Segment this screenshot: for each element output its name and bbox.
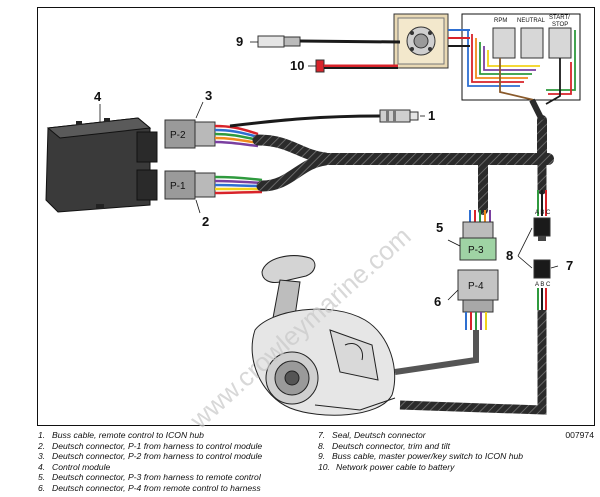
callout-6: 6: [434, 294, 441, 309]
legend-item: 9.Buss cable, master power/key switch to…: [318, 451, 524, 462]
buss-cable-remote-to-hub: [229, 109, 419, 128]
legend-item: 8.Deutsch connector, trim and tilt: [318, 440, 450, 451]
switch-panel: RPM NEUTRAL START/ STOP: [461, 13, 581, 122]
p4-wires: [465, 312, 487, 330]
callout-7: 7: [566, 258, 573, 273]
figure-number: 007974: [565, 430, 594, 440]
label-start: START/: [549, 15, 570, 21]
connector-label-p4: P-4: [468, 281, 484, 292]
trim-tilt-connector: A B C: [533, 190, 551, 241]
pin-letters-upper: A B C: [535, 210, 551, 216]
connector-label-p2: P-2: [170, 130, 186, 141]
callout-3: 3: [205, 88, 212, 103]
callouts: 3 4 1 2 9 10 5 6 8 7: [94, 34, 573, 309]
legend-item: 2.Deutsch connector, P-1 from harness to…: [38, 440, 263, 451]
connector-p3: P-3: [459, 221, 497, 261]
network-power-cable: [315, 59, 398, 73]
connector-p4: P-4: [457, 269, 499, 313]
connector-p1: P-1: [164, 170, 216, 200]
legend-item: 5.Deutsch connector, P-3 from harness to…: [38, 472, 261, 483]
control-module: [45, 117, 158, 213]
connector-label-p3: P-3: [468, 245, 484, 256]
remote-control-illustration: [251, 255, 396, 416]
harness-braid: [252, 115, 554, 215]
deutsch-seal: A B C: [399, 259, 551, 415]
leader-lines: [99, 41, 559, 301]
legend-item: 10.Network power cable to battery: [318, 461, 455, 472]
diagram-frame: [37, 7, 595, 426]
legend-column-left: 1.Buss cable, remote control to ICON hub…: [38, 430, 318, 494]
connector-label-p1: P-1: [170, 181, 186, 192]
callout-10: 10: [290, 58, 304, 73]
legend: 1.Buss cable, remote control to ICON hub…: [38, 430, 594, 494]
legend-item: 4.Control module: [38, 461, 111, 472]
p1-wires: [214, 175, 263, 195]
label-stop: STOP: [552, 22, 568, 28]
legend-item: 3.Deutsch connector, P-2 from harness to…: [38, 451, 263, 462]
label-rpm: RPM: [494, 18, 507, 24]
connector-p2: P-2: [164, 119, 216, 149]
callout-8: 8: [506, 248, 513, 263]
legend-item: 7.Seal, Deutsch connector: [318, 430, 426, 440]
pin-letters-lower: A B C: [535, 282, 551, 288]
legend-item: 6.Deutsch connector, P-4 from remote con…: [38, 482, 261, 493]
callout-9: 9: [236, 34, 243, 49]
callout-5: 5: [436, 220, 443, 235]
p2-wires: [214, 124, 259, 148]
callout-2: 2: [202, 214, 209, 229]
p4-to-remote-cable: [394, 330, 479, 375]
key-switch: [393, 13, 470, 69]
legend-item: 1.Buss cable, remote control to ICON hub: [38, 430, 204, 440]
legend-column-right: 7.Seal, Deutsch connector 8.Deutsch conn…: [318, 430, 558, 472]
callout-1: 1: [428, 108, 435, 123]
p3-p4-wiring: [469, 210, 491, 222]
buss-cable-key-switch: [257, 35, 401, 48]
callout-4: 4: [94, 89, 102, 104]
label-neutral: NEUTRAL: [517, 18, 546, 24]
